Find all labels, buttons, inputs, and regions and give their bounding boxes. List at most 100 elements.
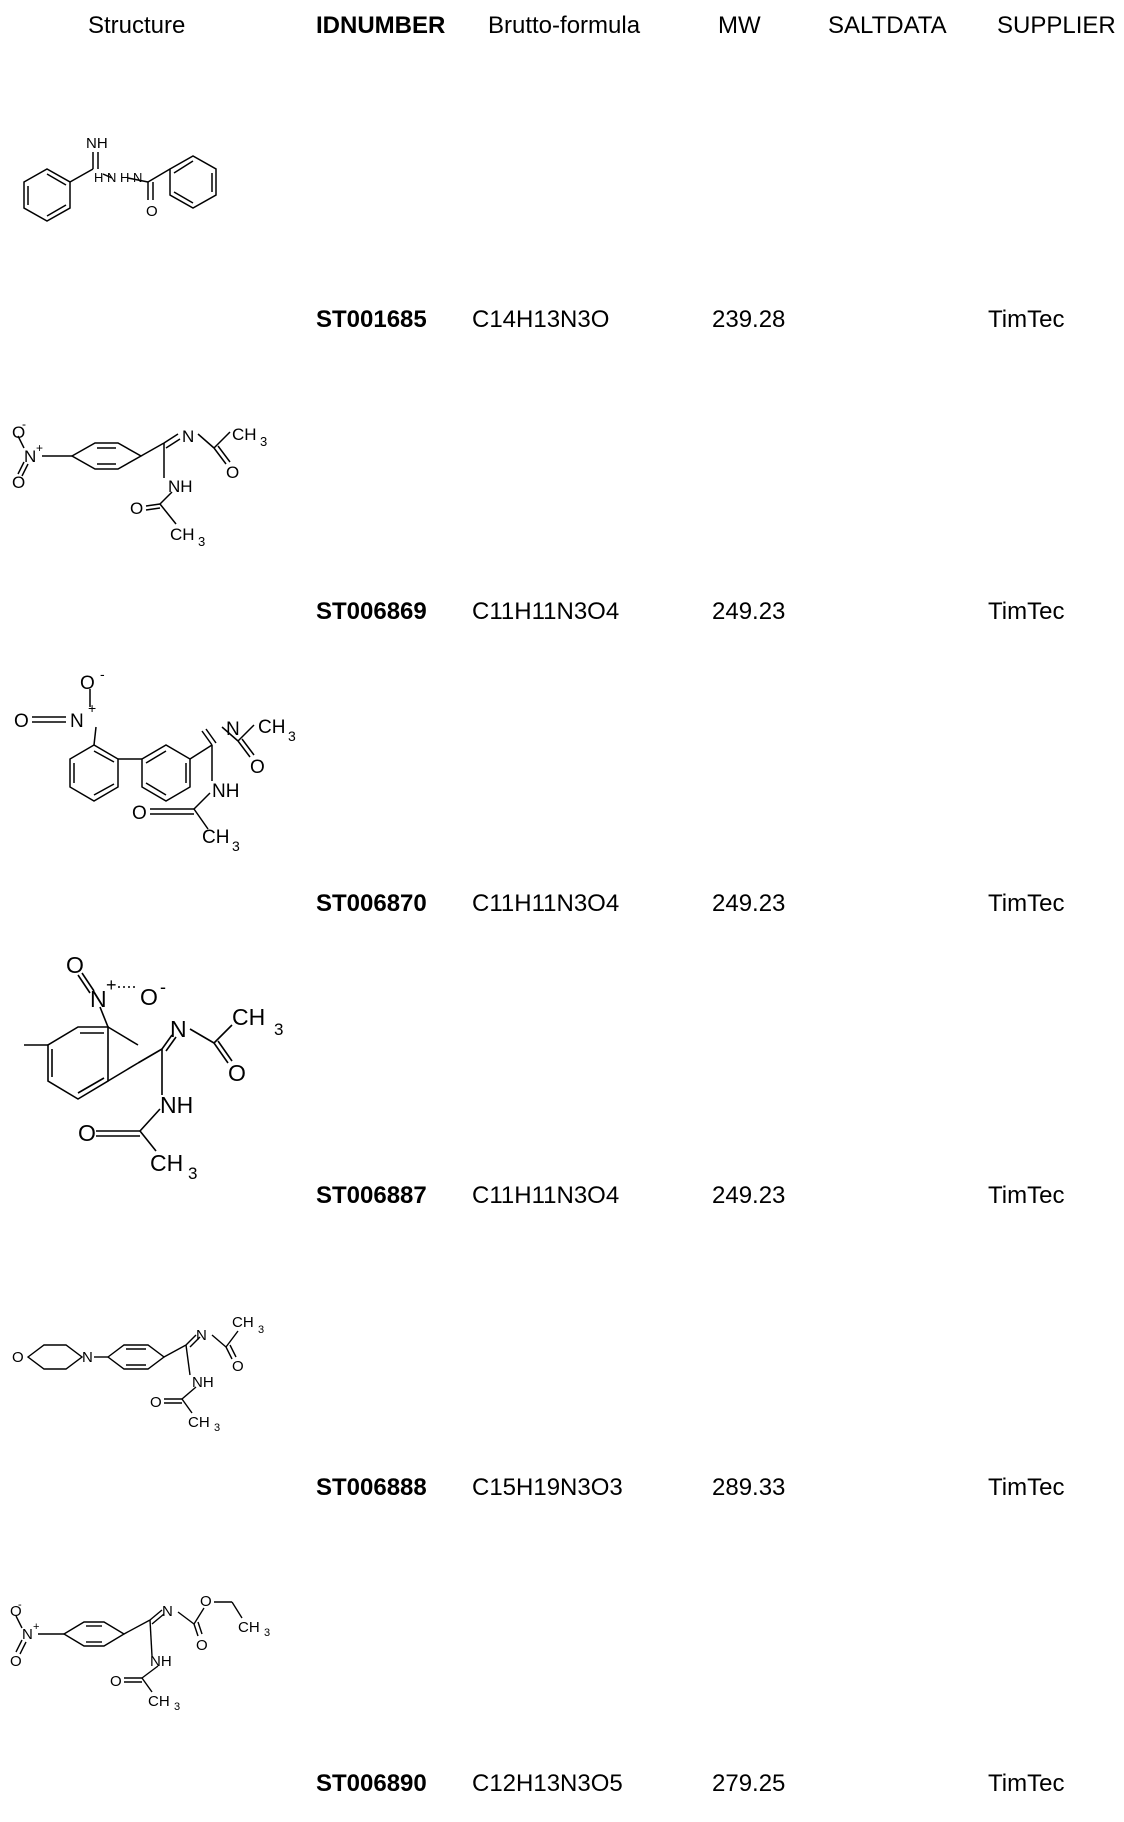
atom-label: O: [232, 1358, 244, 1375]
atom-label: +: [88, 700, 96, 716]
structure-image-st006888: O N N CH 3 O NH O CH 3: [12, 1314, 264, 1434]
cell-idnumber: ST001685: [316, 306, 427, 333]
atom-label: O: [10, 1653, 22, 1670]
atom-label: 3: [260, 434, 267, 449]
atom-label: O: [250, 757, 265, 778]
atom-label: O: [12, 1349, 24, 1366]
atom-label: N: [196, 1327, 207, 1344]
atom-label: NH: [168, 477, 193, 496]
atom-label: NH: [160, 1092, 193, 1118]
atom-label: +: [36, 441, 43, 455]
atom-label: O: [150, 1394, 162, 1411]
header-idnumber: IDNUMBER: [316, 12, 446, 39]
atom-label: 3: [258, 1324, 264, 1336]
atom-label: CH: [238, 1619, 260, 1636]
cell-formula: C14H13N3O: [472, 306, 610, 333]
atom-label: 3: [214, 1422, 220, 1434]
structure-image-st006890: O - N + O N O CH 3 O NH O CH 3: [10, 1593, 270, 1713]
atom-label: CH: [232, 1004, 265, 1030]
cell-idnumber: ST006870: [316, 890, 427, 917]
atom-label: N: [22, 1626, 33, 1643]
atom-label: NH: [212, 781, 239, 802]
cell-formula: C12H13N3O5: [472, 1770, 623, 1797]
cell-formula: C11H11N3O4: [472, 598, 620, 625]
atom-label: NH: [192, 1374, 214, 1391]
atom-label: O: [228, 1060, 246, 1086]
atom-label: O: [78, 1120, 96, 1146]
atom-label: 3: [264, 1627, 270, 1639]
structure-image-st006869: O - N + O N CH 3 O NH O CH 3: [12, 417, 267, 549]
cell-idnumber: ST006887: [316, 1182, 427, 1209]
atom-label: O: [10, 1603, 22, 1620]
atom-label: O: [196, 1637, 208, 1654]
atom-label: 3: [198, 534, 205, 549]
cell-mw: 289.33: [712, 1474, 786, 1501]
structure-image-st001685: NH H N H N O: [23, 135, 217, 222]
atom-label: O: [200, 1593, 212, 1610]
cell-supplier: TimTec: [988, 1474, 1065, 1501]
atom-label: N: [182, 427, 194, 446]
header-supplier: SUPPLIER: [997, 12, 1116, 39]
cell-mw: 249.23: [712, 890, 786, 917]
header-mw: MW: [718, 12, 761, 39]
atom-label: NH: [86, 135, 108, 152]
atom-label: -: [18, 1599, 22, 1611]
cell-formula: C11H11N3O4: [472, 1182, 620, 1209]
atom-label: O: [110, 1673, 122, 1690]
atom-label: -: [22, 417, 26, 431]
atom-label: N: [162, 1603, 173, 1620]
atom-label: O: [80, 673, 95, 694]
atom-label: CH: [188, 1414, 210, 1431]
structure-image-st006870: O - O N + N CH 3 O NH O CH 3: [14, 666, 296, 854]
cell-idnumber: ST006888: [316, 1474, 427, 1501]
header-structure: Structure: [88, 12, 186, 39]
atom-label: O: [132, 803, 147, 824]
cell-mw: 279.25: [712, 1770, 786, 1797]
atom-label: N: [170, 1016, 187, 1042]
atom-label: N: [226, 719, 240, 740]
atom-label: O: [140, 984, 158, 1010]
atom-label: CH: [170, 525, 195, 544]
atom-label: +: [106, 975, 117, 995]
atom-label: NH: [150, 1653, 172, 1670]
atom-label: CH: [148, 1693, 170, 1710]
atom-label: 3: [274, 1020, 283, 1039]
atom-label: -: [160, 977, 166, 997]
atom-label: 3: [174, 1701, 180, 1713]
atom-label: 3: [232, 838, 240, 854]
cell-mw: 239.28: [712, 306, 786, 333]
atom-label: +: [33, 1621, 39, 1633]
atom-label: O: [226, 463, 239, 482]
cell-supplier: TimTec: [988, 1770, 1065, 1797]
atom-label: CH: [232, 1314, 254, 1331]
cell-idnumber: ST006890: [316, 1770, 427, 1797]
atom-label: 3: [288, 728, 296, 744]
header-saltdata: SALTDATA: [828, 12, 947, 39]
cell-mw: 249.23: [712, 598, 786, 625]
cell-formula: C11H11N3O4: [472, 890, 620, 917]
cell-supplier: TimTec: [988, 1182, 1065, 1209]
cell-supplier: TimTec: [988, 306, 1065, 333]
atom-label: CH: [202, 827, 229, 848]
cell-supplier: TimTec: [988, 890, 1065, 917]
header-brutto-formula: Brutto-formula: [488, 12, 641, 39]
atom-label: O: [130, 499, 143, 518]
atom-label: O: [14, 711, 29, 732]
atom-label: N: [70, 711, 84, 732]
structure-image-st006887: O N + O - N CH 3 O NH O CH 3: [24, 952, 283, 1183]
atom-label: 3: [188, 1164, 197, 1183]
atom-label: CH: [150, 1150, 183, 1176]
atom-label: CH: [232, 425, 257, 444]
atom-label: N: [82, 1349, 93, 1366]
atom-label: O: [66, 952, 84, 978]
atom-label: N: [24, 447, 36, 466]
atom-label: O: [12, 473, 25, 492]
cell-mw: 249.23: [712, 1182, 786, 1209]
atom-label: O: [146, 203, 158, 220]
atom-label: H N H N: [94, 170, 142, 185]
cell-supplier: TimTec: [988, 598, 1065, 625]
atom-label: CH: [258, 717, 285, 738]
cell-formula: C15H19N3O3: [472, 1474, 623, 1501]
cell-idnumber: ST006869: [316, 598, 427, 625]
atom-label: N: [90, 986, 107, 1012]
